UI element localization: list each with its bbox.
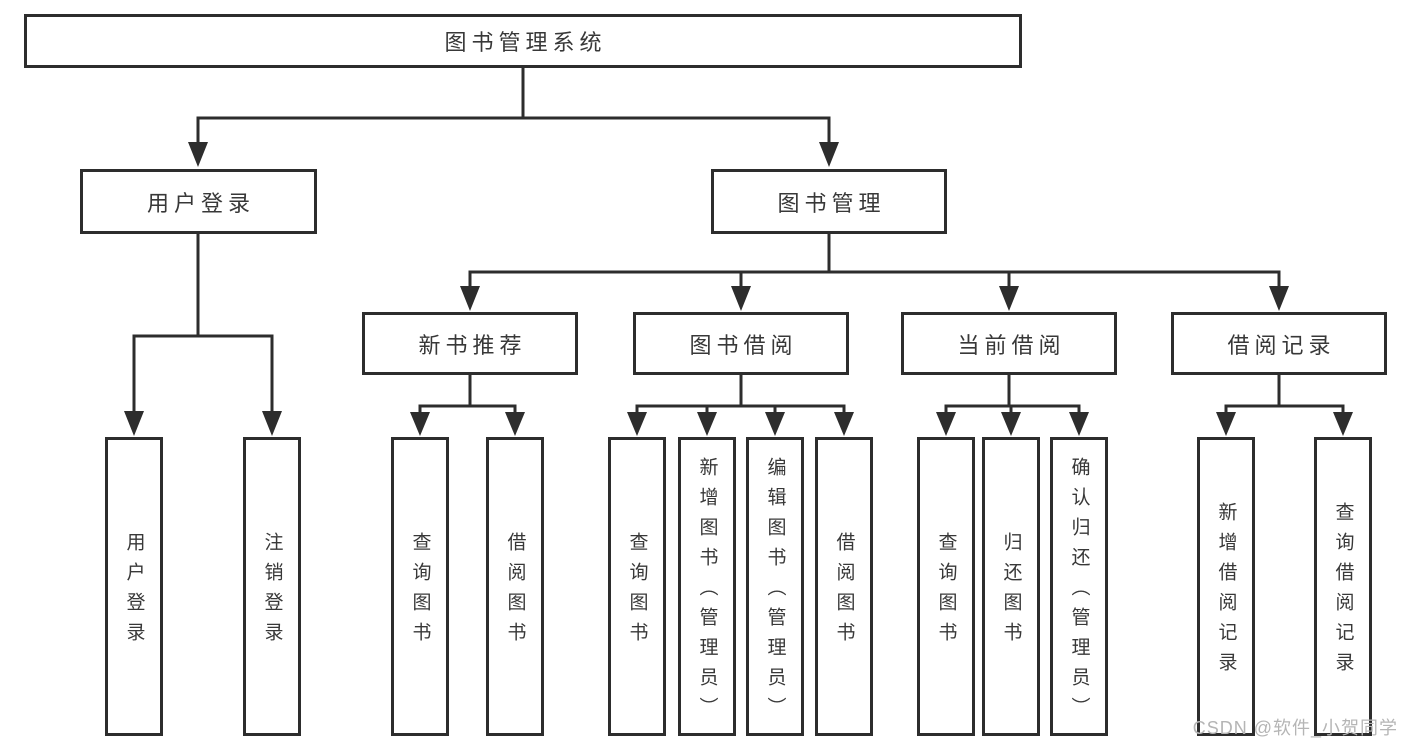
- leaf-query-borrow-record: 查询借阅记录: [1314, 437, 1372, 736]
- leaf-add-books-admin: 新增图书（管理员）: [678, 437, 736, 736]
- leaf-return-books: 归还图书: [982, 437, 1040, 736]
- leaf-borrow-books: 借阅图书: [815, 437, 873, 736]
- leaf-edit-books-admin: 编辑图书（管理员）: [746, 437, 804, 736]
- node-book-borrowing: 图书借阅: [633, 312, 849, 375]
- leaf-query-books-borrow: 查询图书: [608, 437, 666, 736]
- leaf-user-login: 用户登录: [105, 437, 163, 736]
- leaf-add-borrow-record: 新增借阅记录: [1197, 437, 1255, 736]
- csdn-watermark: CSDN @软件_小贺同学: [1192, 718, 1398, 738]
- leaf-confirm-return-admin: 确认归还（管理员）: [1050, 437, 1108, 736]
- leaf-borrow-books-recommend: 借阅图书: [486, 437, 544, 736]
- node-new-book-recommendation: 新书推荐: [362, 312, 578, 375]
- leaf-logout: 注销登录: [243, 437, 301, 736]
- node-library-management-system: 图书管理系统: [24, 14, 1022, 68]
- node-user-login: 用户登录: [80, 169, 317, 234]
- node-current-borrowing: 当前借阅: [901, 312, 1117, 375]
- node-book-management: 图书管理: [711, 169, 947, 234]
- leaf-query-books-current: 查询图书: [917, 437, 975, 736]
- arrowheads: [124, 142, 1353, 436]
- node-borrowing-records: 借阅记录: [1171, 312, 1387, 375]
- leaf-query-books-recommend: 查询图书: [391, 437, 449, 736]
